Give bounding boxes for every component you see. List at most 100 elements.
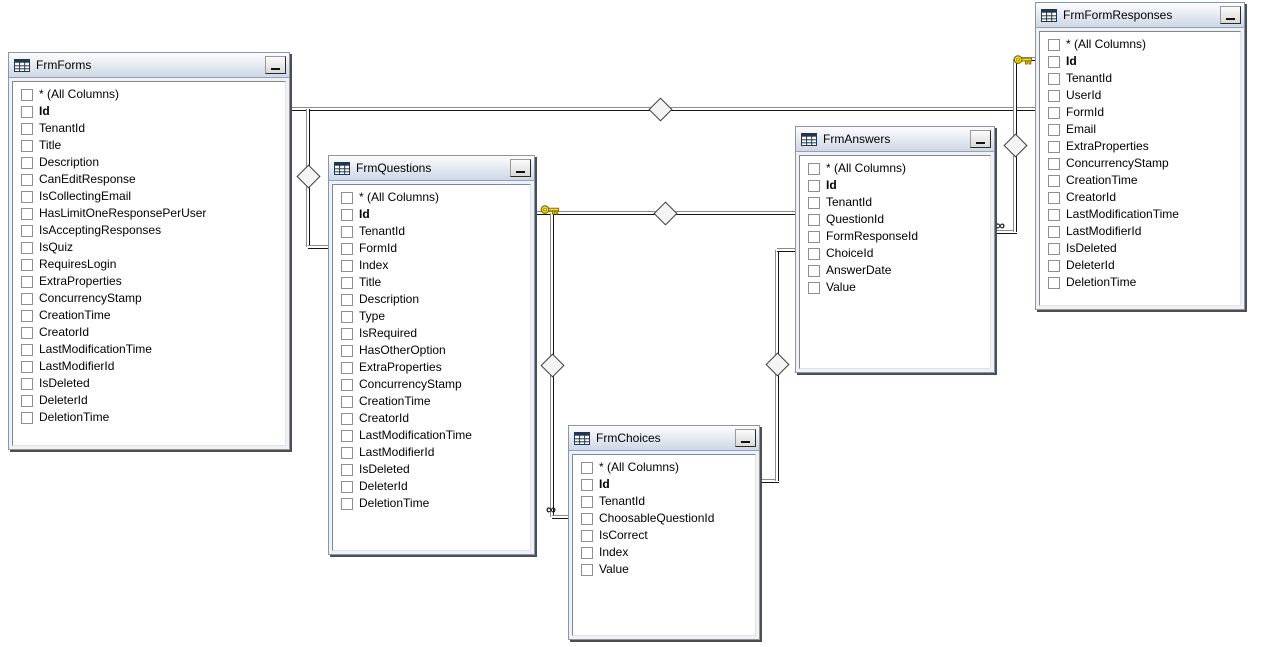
table-header[interactable]: FrmForms — [9, 53, 289, 78]
rel-frmchoices-frmanswers-join-diamond-icon[interactable] — [765, 352, 790, 377]
column-checkbox[interactable] — [581, 512, 593, 525]
column-checkbox[interactable] — [341, 378, 353, 391]
column-label: TenantId — [359, 224, 406, 238]
rel-frmquestions-frmanswers-join-diamond-icon[interactable] — [653, 201, 678, 226]
minimize-icon — [741, 441, 750, 443]
column-row: Id — [573, 476, 755, 493]
column-label: ConcurrencyStamp — [1066, 156, 1169, 170]
column-checkbox[interactable] — [21, 241, 33, 254]
column-checkbox[interactable] — [341, 446, 353, 459]
column-label: Email — [1066, 122, 1097, 136]
table-header[interactable]: FrmAnswers — [796, 127, 994, 152]
minimize-button[interactable] — [970, 130, 991, 148]
column-label: ExtraProperties — [359, 360, 442, 374]
minimize-icon — [1226, 18, 1235, 20]
column-checkbox[interactable] — [21, 326, 33, 339]
column-checkbox[interactable] — [341, 480, 353, 493]
column-checkbox[interactable] — [341, 208, 353, 221]
column-checkbox[interactable] — [1048, 55, 1060, 68]
column-checkbox[interactable] — [21, 360, 33, 373]
column-checkbox[interactable] — [341, 276, 353, 289]
column-checkbox[interactable] — [581, 546, 593, 559]
column-label: TenantId — [599, 494, 646, 508]
column-checkbox[interactable] — [1048, 157, 1060, 170]
column-checkbox[interactable] — [808, 247, 820, 260]
column-checkbox[interactable] — [21, 139, 33, 152]
rel-frmforms-frmquestions-join-diamond-icon[interactable] — [296, 164, 321, 189]
column-checkbox[interactable] — [341, 225, 353, 238]
column-checkbox[interactable] — [1048, 140, 1060, 153]
minimize-button[interactable] — [265, 56, 286, 74]
column-checkbox[interactable] — [341, 344, 353, 357]
column-row: HasOtherOption — [333, 342, 530, 359]
column-checkbox[interactable] — [341, 395, 353, 408]
column-checkbox[interactable] — [341, 361, 353, 374]
column-checkbox[interactable] — [21, 343, 33, 356]
rel-frmquestions-frmchoices-join-diamond-icon[interactable] — [540, 353, 565, 378]
column-checkbox[interactable] — [21, 156, 33, 169]
column-checkbox[interactable] — [341, 293, 353, 306]
column-checkbox[interactable] — [581, 563, 593, 576]
column-checkbox[interactable] — [581, 478, 593, 491]
column-checkbox[interactable] — [1048, 208, 1060, 221]
table-header[interactable]: FrmQuestions — [329, 156, 534, 181]
column-label: RequiresLogin — [39, 257, 117, 271]
column-checkbox[interactable] — [341, 242, 353, 255]
column-checkbox[interactable] — [21, 88, 33, 101]
column-checkbox[interactable] — [1048, 38, 1060, 51]
column-checkbox[interactable] — [341, 259, 353, 272]
column-checkbox[interactable] — [21, 411, 33, 424]
rel-frmformresponses-frmanswers-join-diamond-icon[interactable] — [1003, 133, 1028, 158]
column-checkbox[interactable] — [341, 497, 353, 510]
column-checkbox[interactable] — [808, 281, 820, 294]
column-checkbox[interactable] — [21, 122, 33, 135]
column-checkbox[interactable] — [21, 292, 33, 305]
column-checkbox[interactable] — [581, 495, 593, 508]
column-checkbox[interactable] — [21, 394, 33, 407]
minimize-button[interactable] — [1220, 6, 1241, 24]
column-checkbox[interactable] — [21, 377, 33, 390]
column-checkbox[interactable] — [1048, 191, 1060, 204]
column-checkbox[interactable] — [1048, 106, 1060, 119]
column-checkbox[interactable] — [21, 173, 33, 186]
column-checkbox[interactable] — [341, 412, 353, 425]
column-checkbox[interactable] — [808, 213, 820, 226]
column-checkbox[interactable] — [341, 310, 353, 323]
column-checkbox[interactable] — [21, 258, 33, 271]
column-checkbox[interactable] — [21, 309, 33, 322]
rel-frmforms-frmformresponses-join-diamond-icon[interactable] — [648, 97, 673, 122]
column-label: IsCollectingEmail — [39, 189, 132, 203]
column-checkbox[interactable] — [341, 327, 353, 340]
column-checkbox[interactable] — [1048, 72, 1060, 85]
table-header[interactable]: FrmFormResponses — [1036, 3, 1244, 28]
column-checkbox[interactable] — [21, 275, 33, 288]
column-checkbox[interactable] — [808, 230, 820, 243]
column-checkbox[interactable] — [581, 529, 593, 542]
column-checkbox[interactable] — [808, 196, 820, 209]
column-checkbox[interactable] — [21, 190, 33, 203]
column-checkbox[interactable] — [1048, 242, 1060, 255]
column-checkbox[interactable] — [1048, 225, 1060, 238]
column-checkbox[interactable] — [21, 207, 33, 220]
column-label: FormResponseId — [826, 229, 919, 243]
column-checkbox[interactable] — [1048, 259, 1060, 272]
column-checkbox[interactable] — [808, 162, 820, 175]
column-checkbox[interactable] — [808, 264, 820, 277]
column-checkbox[interactable] — [581, 461, 593, 474]
column-row: CreationTime — [333, 393, 530, 410]
column-checkbox[interactable] — [1048, 276, 1060, 289]
column-checkbox[interactable] — [341, 463, 353, 476]
minimize-button[interactable] — [510, 159, 531, 177]
column-checkbox[interactable] — [21, 105, 33, 118]
column-checkbox[interactable] — [1048, 123, 1060, 136]
column-checkbox[interactable] — [1048, 174, 1060, 187]
column-checkbox[interactable] — [21, 224, 33, 237]
column-label: * (All Columns) — [359, 190, 440, 204]
column-checkbox[interactable] — [1048, 89, 1060, 102]
column-row: ExtraProperties — [333, 359, 530, 376]
table-header[interactable]: FrmChoices — [569, 426, 759, 451]
column-checkbox[interactable] — [808, 179, 820, 192]
column-checkbox[interactable] — [341, 191, 353, 204]
column-checkbox[interactable] — [341, 429, 353, 442]
minimize-button[interactable] — [735, 429, 756, 447]
